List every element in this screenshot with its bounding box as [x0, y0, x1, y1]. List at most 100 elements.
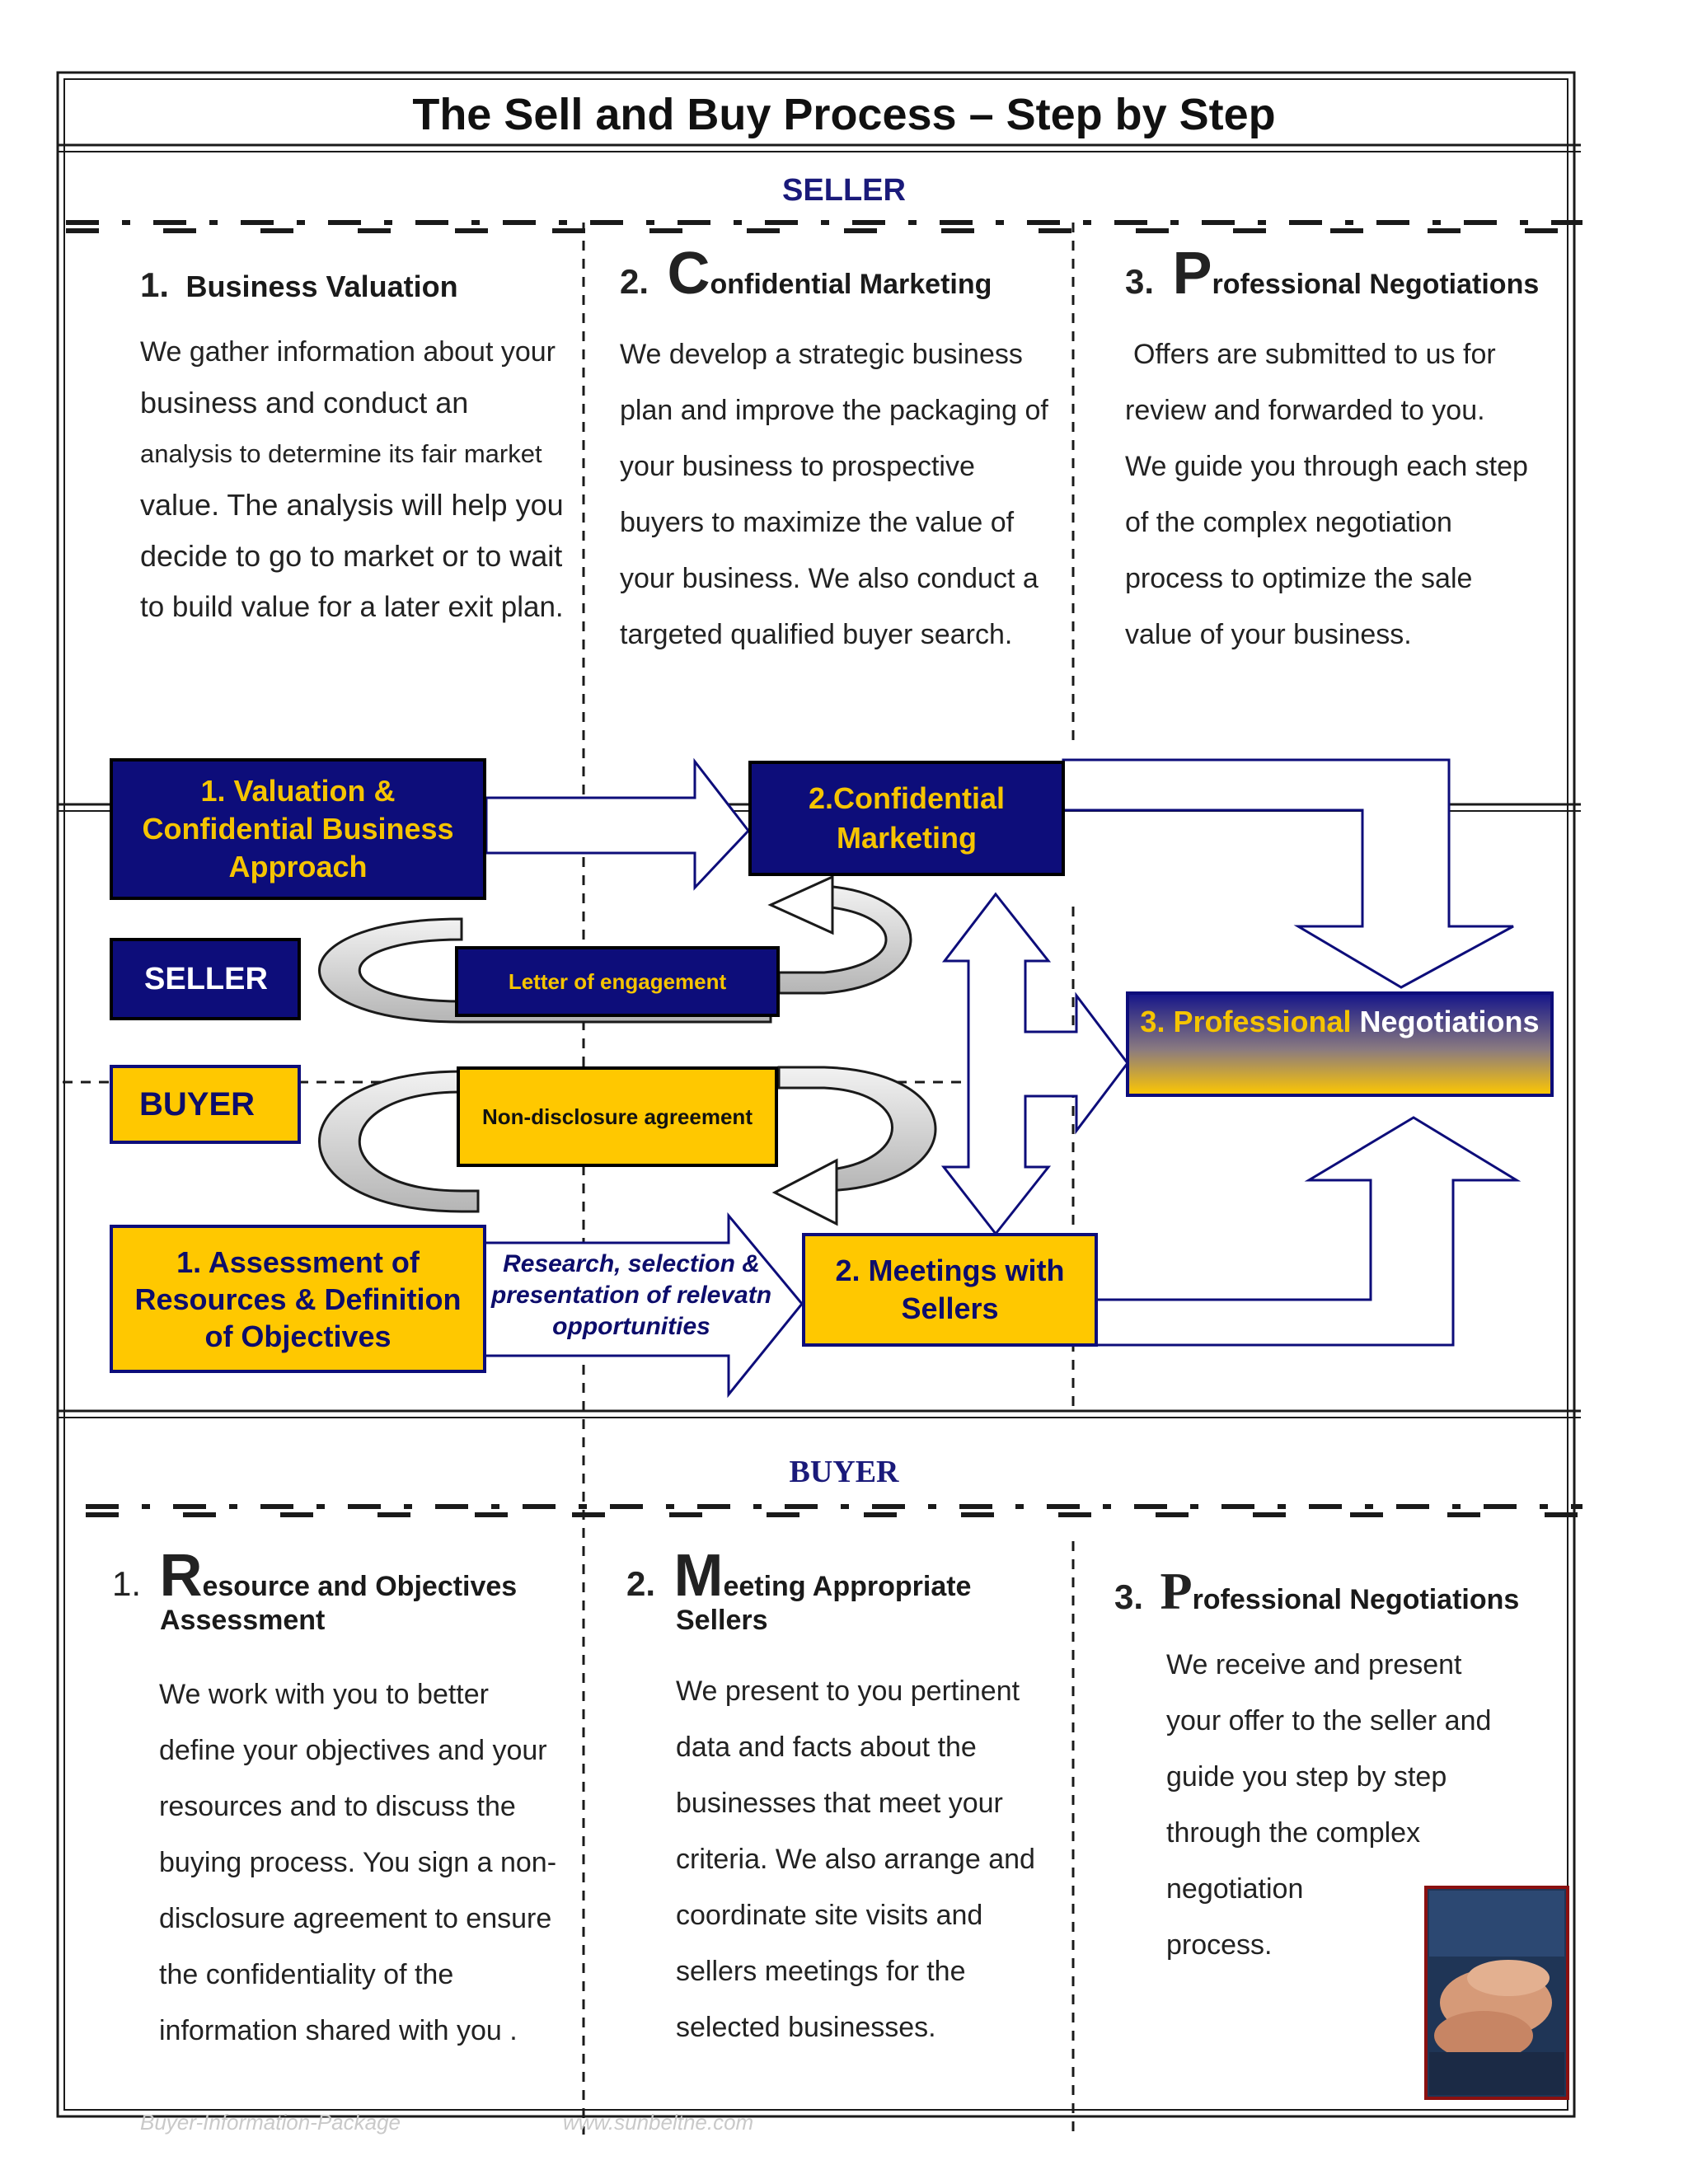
text-line: criteria. We also arrange and [676, 1844, 1035, 1875]
text-line: review and forwarded to you. [1125, 395, 1485, 426]
page-title: The Sell and Buy Process – Step by Step [412, 90, 1276, 139]
negotiations-box-shape [1126, 991, 1554, 1097]
buyer-step-1-title-line2: Assessment [160, 1605, 326, 1636]
text-line: We work with you to better [159, 1679, 489, 1710]
text-line: decide to go to market or to wait [140, 539, 563, 573]
text-line: process. [1166, 1929, 1273, 1961]
text-line: buyers to maximize the value of [620, 507, 1015, 538]
text-line: coordinate site visits and [676, 1900, 983, 1931]
arrow-valuation-to-marketing [485, 757, 750, 891]
confidential-box-shape [748, 761, 1065, 876]
buyer-step-3-number: 3. [1114, 1577, 1144, 1616]
seller-step-2-title: onfidential Marketing [710, 269, 992, 300]
buyer-section-label: BUYER [789, 1455, 899, 1489]
nda-box-shape [457, 1066, 778, 1167]
buyer-step-2-heading: 2. Meeting Appropriate Sellers [626, 1546, 1063, 1636]
buyer-step-3-body: We receive and present your offer to the… [1166, 1637, 1512, 1973]
text-line: resources and to discuss the [159, 1791, 516, 1822]
negotiations-label-part2: Negotiations [1359, 1005, 1540, 1038]
text-line: disclosure agreement to ensure [159, 1903, 552, 1934]
seller-step-2-initial: C [667, 241, 710, 307]
valuation-box-shape [110, 758, 486, 900]
seller-step-3-heading: 3. Professional Negotiations [1125, 244, 1587, 303]
text-line: value. The analysis will help you [140, 488, 564, 522]
box-line: 1. Valuation & [200, 774, 396, 808]
text-line: targeted qualified buyer search. [620, 619, 1013, 650]
text-line: sellers meetings for the [676, 1956, 966, 1987]
text-line: guide you step by step [1166, 1761, 1447, 1793]
text-line: your business. We also conduct a [620, 563, 1039, 594]
text-line: define your objectives and your [159, 1735, 547, 1766]
box-line: Sellers [901, 1291, 999, 1325]
text-line: your business to prospective [620, 451, 975, 482]
arrow-research-to-meetings [483, 1212, 804, 1399]
box-line: Confidential Business [142, 812, 454, 846]
seller-step-1-heading: 1. Business Valuation [140, 265, 585, 305]
arrow-meetings-to-negotiations [1095, 1116, 1522, 1347]
hands-together-photo [1424, 1886, 1569, 2100]
text-line: We receive and present [1166, 1649, 1462, 1680]
text-line: business and conduct an [140, 386, 469, 419]
seller-step-2-number: 2. [620, 262, 649, 301]
negotiations-label-part1: 3. Professional [1140, 1005, 1352, 1038]
text-line: your offer to the seller and [1166, 1705, 1492, 1736]
seller-step-1-body: We gather information about your busines… [140, 326, 585, 633]
box-line: of Objectives [204, 1319, 392, 1353]
seller-section-label: SELLER [782, 173, 906, 208]
text-line: selected businesses. [676, 2012, 936, 2043]
text-line: the confidentiality of the [159, 1959, 454, 1990]
buyer-step-1-initial: R [159, 1543, 203, 1609]
text-line: negotiation [1166, 1873, 1304, 1905]
footer-website-link[interactable]: www.sunbeltne.com [563, 2110, 754, 2135]
non-disclosure-agreement-box: Non-disclosure agreement [482, 1104, 753, 1129]
buyer-step-2-title: eeting Appropriate [723, 1571, 972, 1602]
text-line: We guide you through each step [1125, 451, 1528, 482]
buyer-step-1-number: 1. [112, 1564, 142, 1603]
buyer-step-2-number: 2. [626, 1564, 656, 1603]
confidential-marketing-box: 2.Confidential Marketing [750, 762, 1063, 874]
box-line: Approach [228, 850, 368, 883]
text-line: businesses that meet your [676, 1788, 1003, 1819]
arrow-line: presentation of relevatn [490, 1282, 772, 1309]
arrow-marketing-to-negotiations [1062, 758, 1514, 989]
valuation-box: 1. Valuation & Confidential Business App… [111, 760, 485, 898]
text-line: information shared with you . [159, 2015, 518, 2046]
meetings-with-sellers-box: 2. Meetings with Sellers [804, 1235, 1096, 1345]
text-line: We gather information about your [140, 336, 556, 368]
seller-step-1-title: Business Valuation [185, 269, 458, 303]
arrow-line: Research, selection & [503, 1250, 760, 1277]
buyer-step-2-body: We present to you pertinent data and fac… [676, 1663, 1071, 2055]
text-line: analysis to determine its fair market [140, 439, 542, 468]
seller-step-3-title: rofessional Negotiations [1212, 269, 1540, 300]
letter-of-engagement-box: Letter of engagement [508, 968, 727, 994]
buyer-tag-shape [110, 1065, 301, 1144]
text-line: process to optimize the sale [1125, 563, 1473, 594]
section-separator-seller [66, 220, 1582, 233]
seller-step-2-heading: 2. Confidential Marketing [620, 244, 1065, 303]
text-line: plan and improve the packaging of [620, 395, 1048, 426]
letter-box-shape [455, 946, 780, 1017]
seller-tag-shape [110, 938, 301, 1020]
seller-step-2-body: We develop a strategic business plan and… [620, 326, 1065, 663]
seller-tag: SELLER [144, 961, 268, 996]
buyer-loop-arrow [318, 1066, 937, 1226]
seller-step-1-number: 1. [140, 265, 170, 304]
buyer-step-3-heading: 3. Professional Negotiations [1114, 1561, 1576, 1622]
box-line: 2. Meetings with [835, 1254, 1065, 1287]
buyer-step-2-title-line2: Sellers [676, 1605, 768, 1636]
text-line: to build value for a later exit plan. [140, 591, 564, 623]
text-line: buying process. You sign a non- [159, 1847, 557, 1878]
professional-negotiations-box: 3. Professional Negotiations [1128, 993, 1552, 1051]
seller-step-3-body: Offers are submitted to us for review an… [1125, 326, 1570, 663]
text-line: value of your business. [1125, 619, 1412, 650]
text-line: through the complex [1166, 1817, 1421, 1849]
buyer-step-1-title: esource and Objectives [202, 1571, 518, 1602]
buyer-step-1-heading: 1. Resource and Objectives Assessment [112, 1546, 574, 1636]
buyer-step-3-initial: P [1160, 1562, 1193, 1620]
box-line: Resources & Definition [134, 1282, 462, 1316]
seller-step-3-number: 3. [1125, 262, 1155, 301]
text-line: We present to you pertinent [676, 1675, 1020, 1707]
text-line: of the complex negotiation [1125, 507, 1452, 538]
double-arrow-marketing-meetings [940, 892, 1129, 1236]
